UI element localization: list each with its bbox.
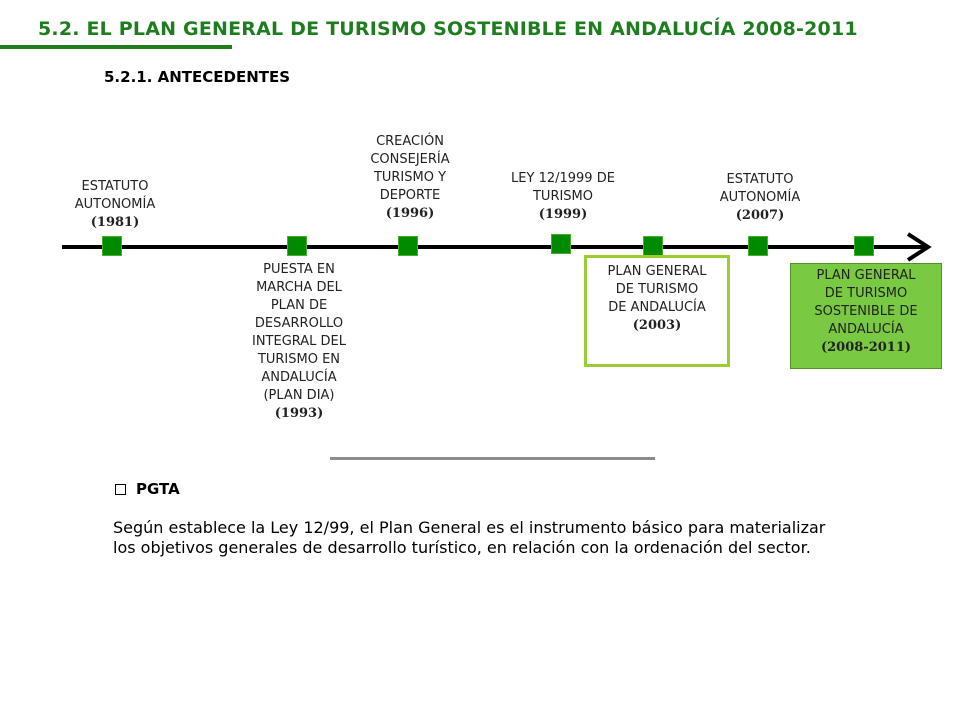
arrow-head-icon bbox=[906, 232, 932, 262]
timeline-marker-1999 bbox=[551, 234, 571, 254]
box-filled-2008-2011 bbox=[790, 263, 942, 369]
event-label-1981: ESTATUTO AUTONOMÍA (1981) bbox=[74, 179, 156, 230]
timeline-marker-2008-2011 bbox=[854, 236, 874, 256]
page-title: 5.2. EL PLAN GENERAL DE TURISMO SOSTENIB… bbox=[38, 18, 858, 40]
gray-divider bbox=[330, 457, 655, 460]
bullet-title: PGTA bbox=[136, 480, 180, 498]
body-paragraph: Según establece la Ley 12/99, el Plan Ge… bbox=[113, 518, 826, 557]
timeline-marker-1993 bbox=[287, 236, 307, 256]
timeline-marker-2007 bbox=[748, 236, 768, 256]
timeline-marker-2003 bbox=[643, 236, 663, 256]
event-label-2007: ESTATUTO AUTONOMÍA (2007) bbox=[719, 172, 801, 223]
timeline-marker-1981 bbox=[102, 236, 122, 256]
timeline-marker-1996 bbox=[398, 236, 418, 256]
box-outline-2003 bbox=[584, 255, 730, 367]
title-underline bbox=[0, 45, 232, 49]
event-label-2003: PLAN GENERAL DE TURISMO DE ANDALUCÍA (20… bbox=[607, 264, 707, 333]
timeline-axis-line bbox=[62, 245, 924, 249]
event-label-1993: PUESTA EN MARCHA DEL PLAN DE DESARROLLO … bbox=[251, 262, 347, 421]
checkbox-bullet-icon bbox=[115, 483, 126, 495]
bullet-item-pgta: PGTA bbox=[115, 480, 180, 498]
section-subtitle: 5.2.1. ANTECEDENTES bbox=[104, 68, 291, 86]
event-label-1996: CREACIÓN CONSEJERÍA TURISMO Y DEPORTE (1… bbox=[370, 134, 450, 221]
event-label-1999: LEY 12/1999 DE TURISMO (1999) bbox=[511, 171, 615, 222]
event-label-2008-2011: PLAN GENERAL DE TURISMO SOSTENIBLE DE AN… bbox=[814, 268, 918, 355]
